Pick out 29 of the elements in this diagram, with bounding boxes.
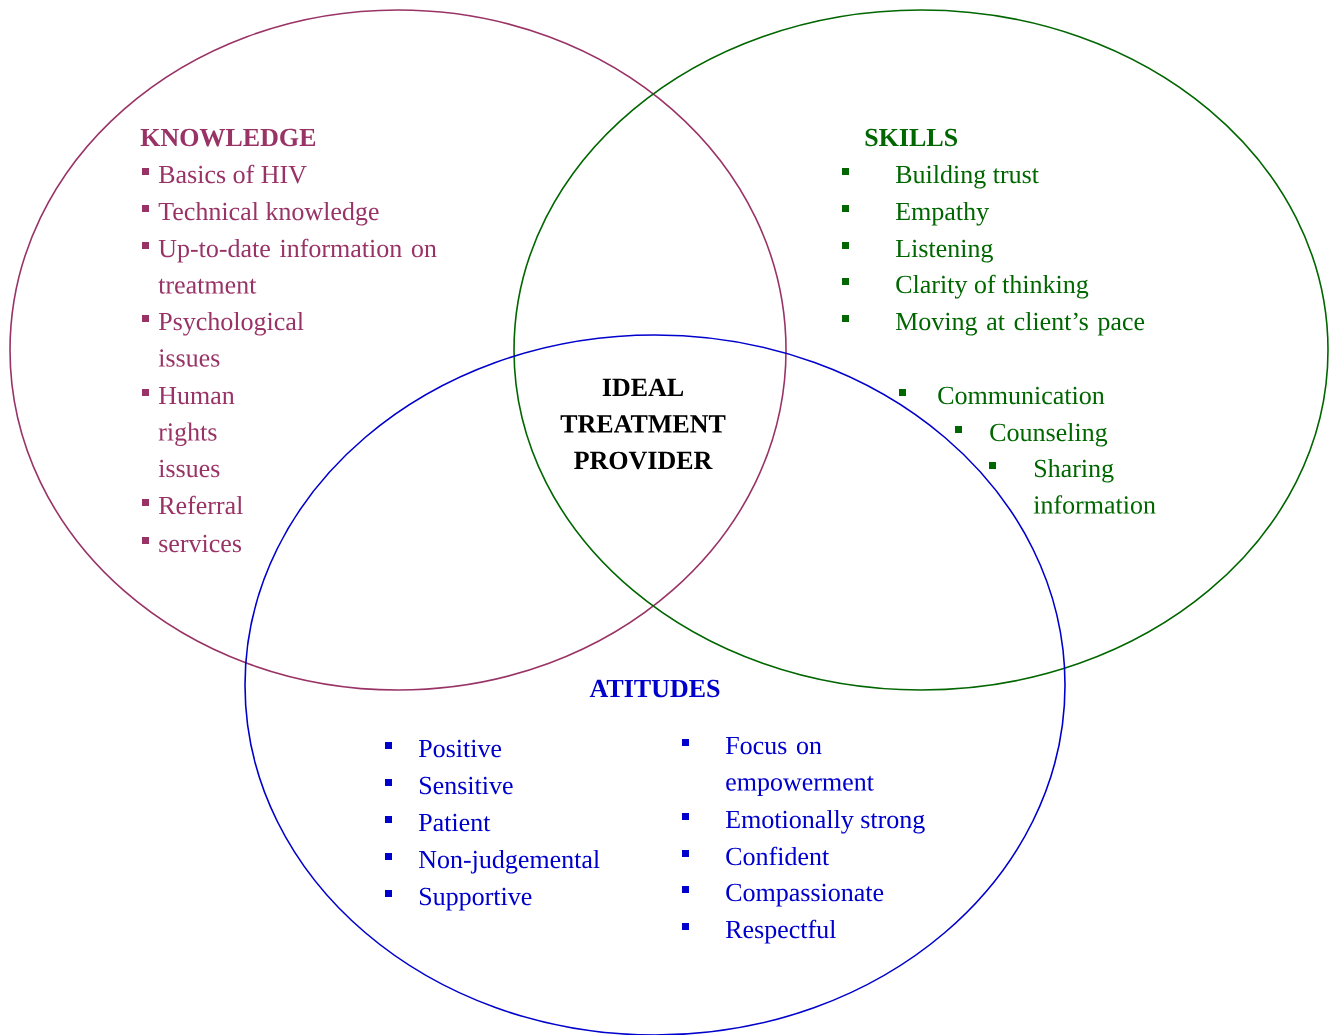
list-item: Supportive xyxy=(419,887,532,911)
list-item: Confident xyxy=(726,846,830,866)
list-item: Respectful xyxy=(725,919,836,944)
list-item: services xyxy=(159,534,241,553)
list-item: Up-to-date information on treatment xyxy=(158,238,437,294)
heading: SKILLS xyxy=(865,128,958,147)
list-item: Building trust xyxy=(895,164,1039,189)
list-item: Moving at client’s pace xyxy=(895,311,1145,336)
list-item: Referral xyxy=(158,495,243,515)
list-item: Basics of HIV xyxy=(158,164,307,184)
list-item: Non-judgemental xyxy=(418,849,600,874)
list-item: Communication xyxy=(938,386,1105,405)
center-label: IDEAL TREATMENT PROVIDER xyxy=(560,378,726,470)
list-item: Emotionally strong xyxy=(725,809,925,834)
heading: ATITUDES xyxy=(589,679,720,698)
list-item: Patient xyxy=(418,813,491,832)
list-item: Human rights issues xyxy=(158,386,235,478)
list-item: Focus on empowerment xyxy=(725,736,874,797)
list-item: Sharing information xyxy=(1033,458,1156,514)
list-item: Positive xyxy=(418,739,502,758)
heading: KNOWLEDGE xyxy=(140,128,316,147)
list-item: Counseling xyxy=(990,422,1108,447)
list-item: Psychological issues xyxy=(158,311,304,367)
list-item: Technical knowledge xyxy=(158,201,379,226)
list-item: Listening xyxy=(895,239,993,263)
list-item: Clarity of thinking xyxy=(896,274,1089,299)
list-item: Sensitive xyxy=(419,776,513,795)
list-item: Compassionate xyxy=(726,883,884,907)
list-item: Empathy xyxy=(895,201,989,226)
